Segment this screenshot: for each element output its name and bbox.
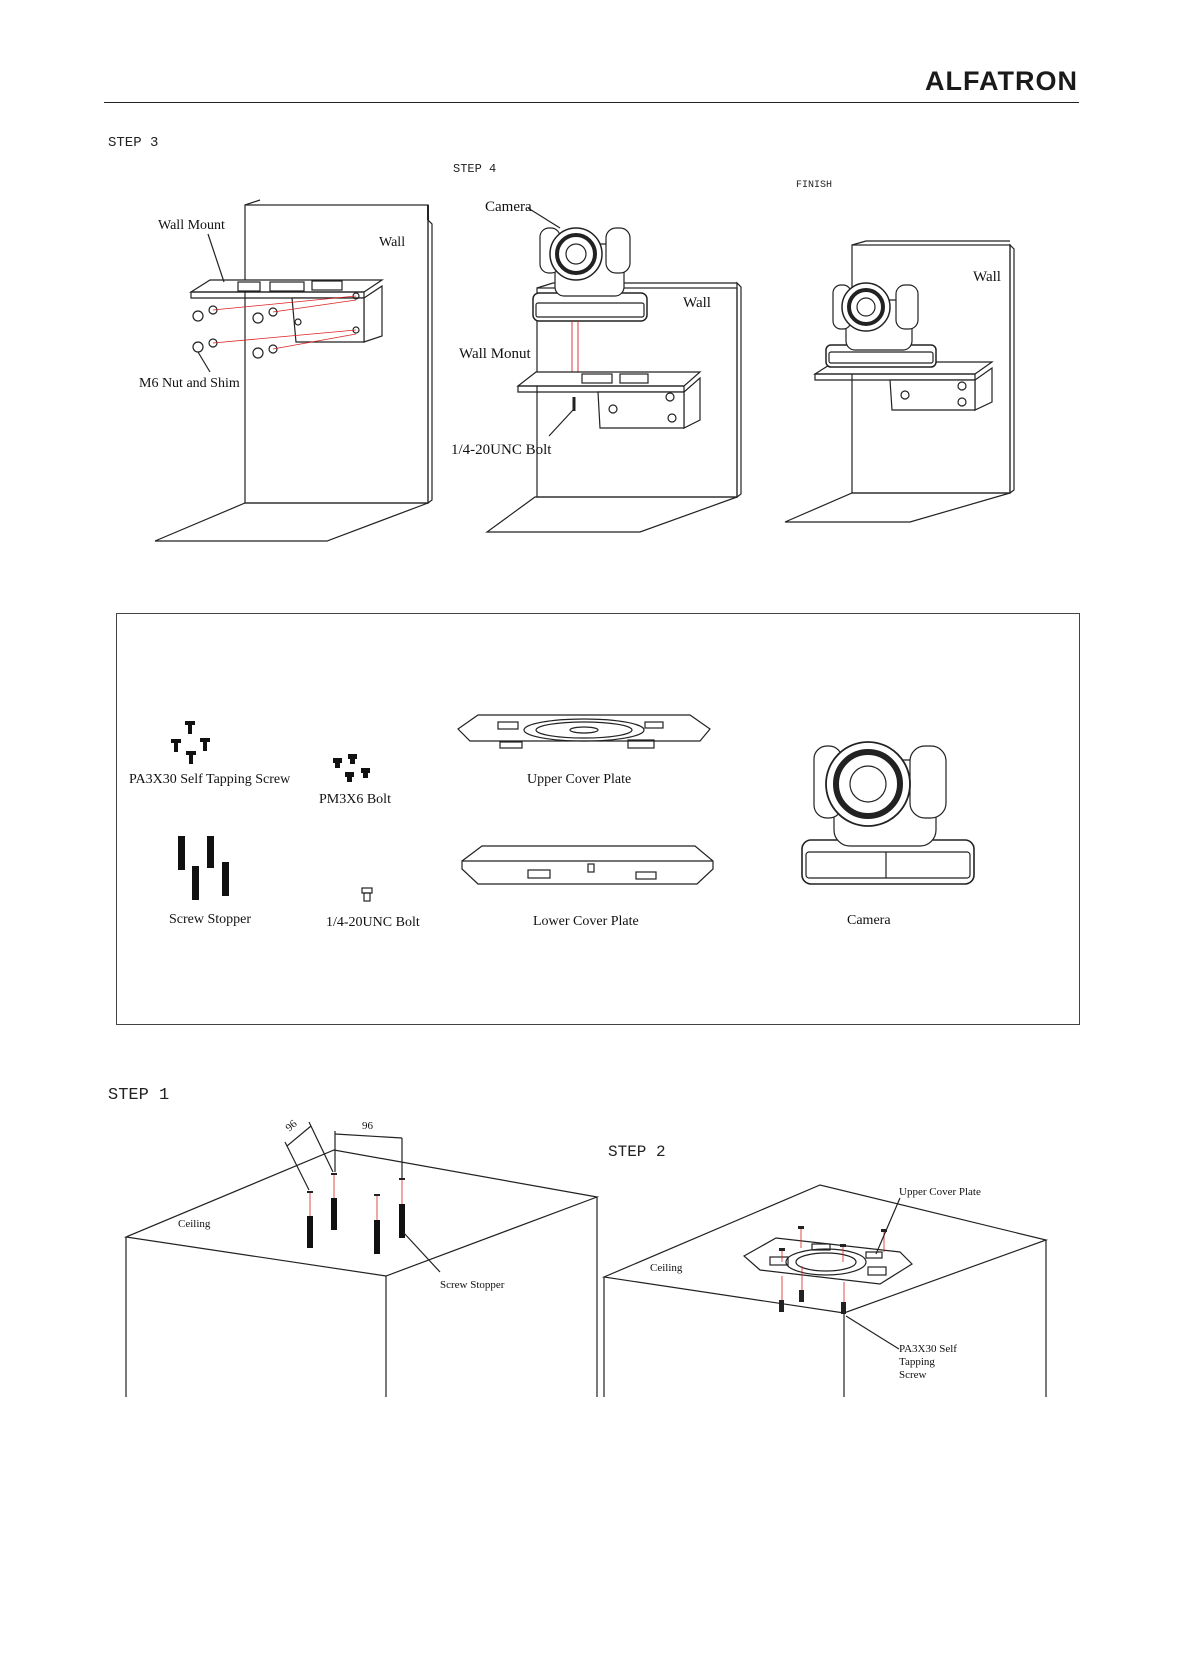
lower-cover-plate-icon [461,845,714,885]
step2-upper-plate-label: Upper Cover Plate [899,1186,981,1198]
step2-screw-label: PA3X30 Self Tapping Screw [899,1343,957,1381]
step3-illustration [154,199,433,542]
step2-ceiling-label: Ceiling [650,1262,683,1274]
finish-wall-label: Wall [973,269,1001,285]
unc-bolt-icon [361,887,373,902]
step4-wall-label: Wall [683,295,711,311]
step3-wall-mount-label: Wall Mount [158,218,225,233]
step2-illustration [601,1184,1049,1397]
finish-illustration [784,240,1015,523]
brand-logo: ALFATRON [925,66,1078,96]
step3-wall-label: Wall [379,235,406,250]
step2-title: STEP 2 [608,1143,666,1161]
step4-wall-mount-label: Wall Monut [459,346,531,362]
parts-icons [171,714,975,902]
part-label-upper-cover-plate: Upper Cover Plate [527,772,632,787]
part-label-self-tapping-screw: PA3X30 Self Tapping Screw [129,772,291,787]
camera-icon [801,741,975,885]
finish-title: FINISH [796,180,833,191]
step4-illustration [485,207,742,533]
self-tapping-screws-icon [171,721,210,764]
step4-bolt-label: 1/4-20UNC Bolt [451,442,552,458]
step1-illustration [123,1121,600,1397]
step4-camera [532,227,648,322]
parts-list-box [116,613,1080,1025]
step4-camera-label: Camera [485,199,532,215]
step3-title: STEP 3 [108,135,159,151]
pm3x6-bolts-icon [333,754,370,782]
step1-dimension-b: 96 [362,1120,373,1132]
step1-screw-stopper-label: Screw Stopper [440,1279,505,1291]
step1-title: STEP 1 [108,1086,170,1105]
finish-camera [825,282,937,368]
step4-title: STEP 4 [453,162,497,176]
step3-nut-label: M6 Nut and Shim [139,376,240,391]
part-label-unc-bolt: 1/4-20UNC Bolt [326,915,420,930]
upper-cover-plate-icon [457,714,711,749]
screw-stoppers-icon [178,836,229,900]
step1-ceiling-label: Ceiling [178,1218,211,1230]
part-label-lower-cover-plate: Lower Cover Plate [533,914,639,929]
header-divider [104,102,1079,103]
part-label-camera: Camera [847,913,891,928]
part-label-screw-stopper: Screw Stopper [169,912,252,927]
part-label-pm3x6-bolt: PM3X6 Bolt [319,792,391,807]
